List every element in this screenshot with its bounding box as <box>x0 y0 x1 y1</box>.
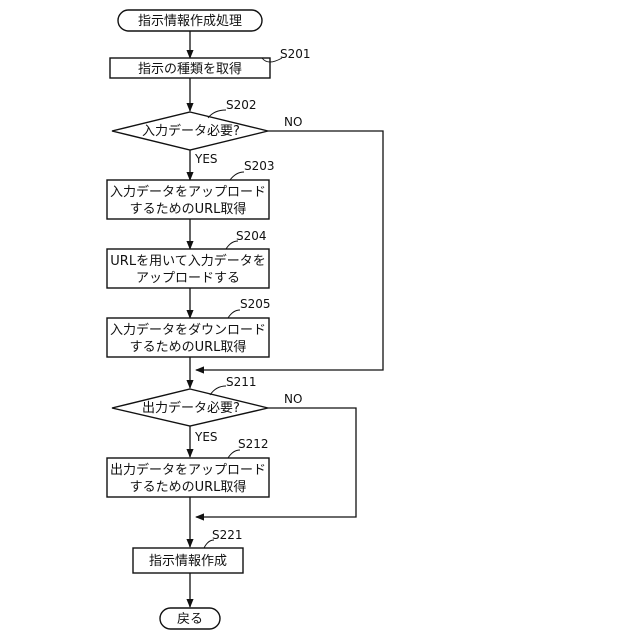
decision-s202: 入力データ必要? S202 YES NO <box>112 98 302 166</box>
s211-text: 出力データ必要? <box>142 400 240 416</box>
start-label: 指示情報作成処理 <box>138 14 242 29</box>
s204-step: S204 <box>236 229 267 243</box>
s201-text: 指示の種類を取得 <box>138 61 242 77</box>
s203-line1: 入力データをアップロード <box>110 184 266 200</box>
process-s212: 出力データをアップロード するためのURL取得 S212 <box>107 437 269 497</box>
s201-step: S201 <box>280 47 311 61</box>
s202-step: S202 <box>226 98 257 112</box>
s211-yes-label: YES <box>194 430 218 444</box>
s221-text: 指示情報作成 <box>149 554 227 569</box>
s203-step: S203 <box>244 159 275 173</box>
s203-leader <box>230 172 244 180</box>
s212-step: S212 <box>238 437 269 451</box>
decision-s211: 出力データ必要? S211 YES NO <box>112 375 302 444</box>
s221-step: S221 <box>212 528 243 542</box>
process-s221: 指示情報作成 S221 <box>133 528 243 573</box>
s203-line2: するためのURL取得 <box>130 201 247 217</box>
process-s205: 入力データをダウンロード するためのURL取得 S205 <box>107 297 271 357</box>
s205-line2: するためのURL取得 <box>130 339 247 355</box>
s212-leader <box>228 450 240 458</box>
s211-leader <box>210 386 226 395</box>
s212-line2: するためのURL取得 <box>130 479 247 495</box>
start-terminator: 指示情報作成処理 <box>118 10 262 31</box>
s202-yes-label: YES <box>194 152 218 166</box>
s204-line1: URLを用いて入力データを <box>110 253 265 269</box>
end-label: 戻る <box>177 612 203 627</box>
process-s201: 指示の種類を取得 S201 <box>110 47 311 78</box>
s205-line1: 入力データをダウンロード <box>110 322 266 338</box>
s211-no-label: NO <box>284 392 302 406</box>
s202-no-label: NO <box>284 115 302 129</box>
s211-step: S211 <box>226 375 257 389</box>
s205-step: S205 <box>240 297 271 311</box>
s202-text: 入力データ必要? <box>142 123 240 139</box>
s205-leader <box>228 310 240 318</box>
s212-line1: 出力データをアップロード <box>110 462 266 478</box>
end-terminator: 戻る <box>160 608 220 629</box>
process-s204: URLを用いて入力データを アップロードする S204 <box>107 229 269 288</box>
process-s203: 入力データをアップロード するためのURL取得 S203 <box>107 159 275 219</box>
s204-line2: アップロードする <box>136 271 240 286</box>
